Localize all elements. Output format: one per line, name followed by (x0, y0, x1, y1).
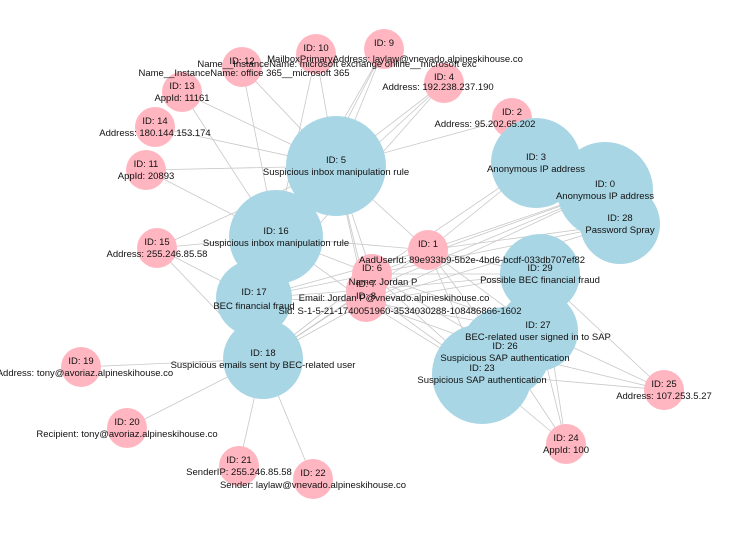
node-15[interactable] (137, 228, 177, 268)
node-14-attribute-label: Address: 180.144.153.174 (99, 128, 210, 139)
node-9[interactable] (364, 29, 404, 69)
node-10[interactable] (296, 34, 336, 74)
node-20[interactable] (107, 408, 147, 448)
node-8-attribute-label: Sid: S-1-5-21-1740051960-3534030288-1084… (279, 306, 522, 317)
node-3-attribute-label: Anonymous IP address (487, 164, 585, 175)
node-13-id-label: ID: 13 (169, 81, 194, 92)
node-29-id-label: ID: 29 (527, 263, 552, 274)
node-27[interactable] (498, 291, 578, 371)
node-4-id-label: ID: 4 (434, 72, 454, 83)
node-0-attribute-label: Anonymous IP address (556, 191, 654, 202)
node-14[interactable] (135, 107, 175, 147)
node-16-attribute-label: Suspicious inbox manipulation rule (203, 238, 349, 249)
node-3-id-label: ID: 3 (526, 152, 546, 163)
node-14-id-label: ID: 14 (142, 116, 167, 127)
node-9-id-label: ID: 9 (374, 38, 394, 49)
node-1[interactable] (408, 230, 448, 270)
node-22[interactable] (293, 459, 333, 499)
node-20-attribute-label: Recipient: tony@avoriaz.alpineskihouse.c… (36, 429, 217, 440)
node-9-attribute-label: MailboxPrimaryAddress: laylaw@vnevado.al… (267, 54, 523, 65)
node-24-id-label: ID: 24 (553, 433, 578, 444)
node-15-attribute-label: Address: 255.246.85.58 (107, 249, 208, 260)
node-28[interactable] (580, 184, 660, 264)
node-21-id-label: ID: 21 (226, 455, 251, 466)
node-17-id-label: ID: 17 (241, 287, 266, 298)
node-28-id-label: ID: 28 (607, 213, 632, 224)
node-19-id-label: ID: 19 (68, 356, 93, 367)
node-1-attribute-label: AadUserId: 89e933b9-5b2e-4bd6-bcdf-033db… (359, 255, 585, 266)
node-21-attribute-label: SenderIP: 255.246.85.58 (186, 467, 292, 478)
node-26-id-label: ID: 26 (492, 341, 517, 352)
node-11-attribute-label: AppId: 20893 (118, 171, 175, 182)
node-27-attribute-label: BEC-related user signed in to SAP (465, 332, 611, 343)
node-22-attribute-label: Sender: laylaw@vnevado.alpineskihouse.co (220, 480, 406, 491)
node-10-attribute-label: Name__InstanceName: microsoft exchange o… (197, 59, 477, 70)
node-21[interactable] (219, 446, 259, 486)
node-10-id-label: ID: 10 (303, 43, 328, 54)
node-17-attribute-label: BEC financial fraud (213, 301, 294, 312)
node-7-id-label: ID: 7 (356, 279, 376, 290)
node-23-id-label: ID: 23 (469, 363, 494, 374)
node-8-id-label: ID: 8 (356, 291, 376, 302)
node-13-attribute-label: AppId: 11161 (154, 93, 209, 104)
node-2-attribute-label: Address: 95.202.65.202 (435, 119, 536, 130)
node-17[interactable] (216, 260, 292, 336)
node-25-attribute-label: Address: 107.253.5.27 (616, 391, 712, 402)
node-4[interactable] (424, 63, 464, 103)
node-28-attribute-label: Password Spray (585, 225, 654, 236)
node-25-id-label: ID: 25 (651, 379, 676, 390)
node-15-id-label: ID: 15 (144, 237, 169, 248)
node-5[interactable] (286, 116, 386, 216)
node-27-id-label: ID: 27 (525, 320, 550, 331)
node-7-attribute-label: Email: Jordan P@vnevado.alpineskihouse.c… (299, 293, 490, 304)
node-12-id-label: ID: 12 (229, 56, 254, 67)
node-11[interactable] (126, 150, 166, 190)
node-2-id-label: ID: 2 (502, 107, 522, 118)
node-0-id-label: ID: 0 (595, 179, 615, 190)
node-29-attribute-label: Possible BEC financial fraud (480, 275, 600, 286)
edge-28-6 (371, 223, 621, 275)
node-20-id-label: ID: 20 (114, 417, 139, 428)
edge-28-8 (365, 223, 621, 303)
node-5-id-label: ID: 5 (326, 155, 346, 166)
node-24[interactable] (546, 424, 586, 464)
node-6-id-label: ID: 6 (362, 263, 382, 274)
node-22-id-label: ID: 22 (300, 468, 325, 479)
node-18-attribute-label: Suspicious emails sent by BEC-related us… (171, 360, 356, 371)
node-8[interactable] (346, 282, 386, 322)
node-4-attribute-label: Address: 192.238.237.190 (382, 82, 493, 93)
node-29[interactable] (500, 234, 580, 314)
node-19[interactable] (61, 347, 101, 387)
node-11-id-label: ID: 11 (134, 159, 159, 170)
node-18-id-label: ID: 18 (250, 348, 275, 359)
node-1-id-label: ID: 1 (418, 239, 438, 250)
node-6-attribute-label: Name: Jordan P (349, 277, 418, 288)
node-13[interactable] (162, 72, 202, 112)
node-19-attribute-label: ryAddress: tony@avoriaz.alpineskihouse.c… (0, 368, 173, 379)
node-24-attribute-label: AppId: 100 (543, 445, 589, 456)
node-16-id-label: ID: 16 (263, 226, 288, 237)
node-3[interactable] (491, 118, 581, 208)
node-12[interactable] (222, 47, 262, 87)
node-23-attribute-label: Suspicious SAP authentication (417, 375, 546, 386)
node-12-attribute-label: Name__InstanceName: office 365__microsof… (138, 68, 349, 79)
node-5-attribute-label: Suspicious inbox manipulation rule (263, 167, 409, 178)
node-26-attribute-label: Suspicious SAP authentication (440, 353, 569, 364)
node-25[interactable] (644, 370, 684, 410)
node-18[interactable] (223, 319, 303, 399)
